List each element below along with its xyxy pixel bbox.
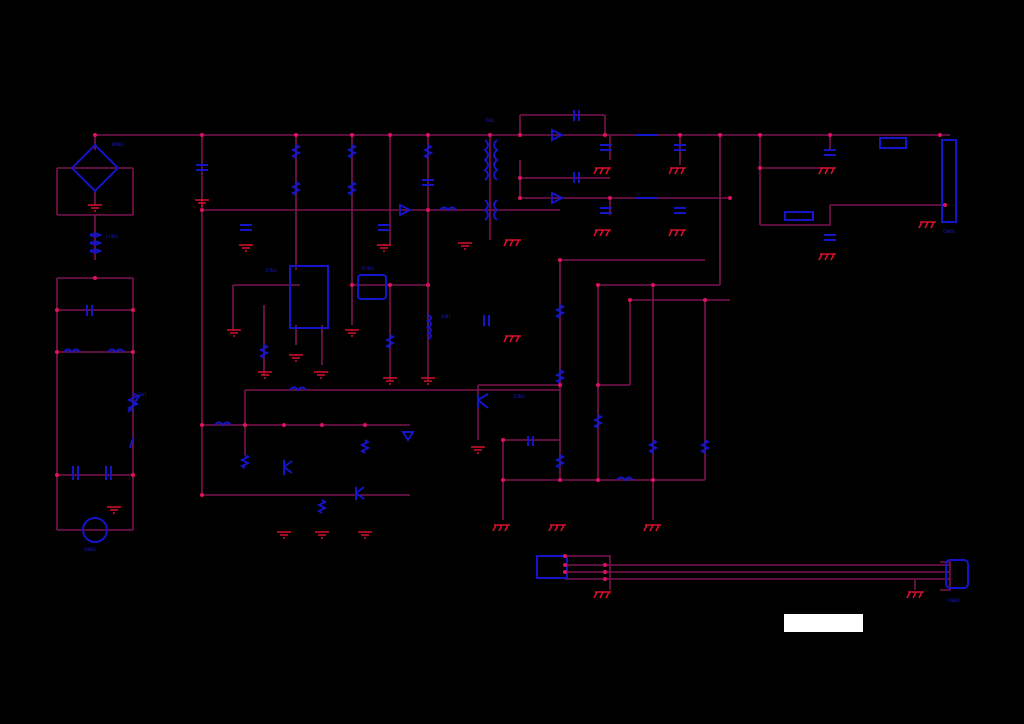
lf-label: LF901 bbox=[106, 234, 119, 239]
bridge-label: BD901 bbox=[112, 142, 125, 147]
mosfet-label: Q901 bbox=[441, 314, 451, 319]
thermistor-icon bbox=[126, 392, 141, 449]
fuse-label: F901 bbox=[137, 392, 147, 397]
output-inductor-2-icon bbox=[784, 211, 814, 221]
ac-inlet-icon bbox=[82, 517, 108, 543]
opto-coupler-icon bbox=[357, 274, 387, 300]
common-mode-choke-icon bbox=[89, 232, 102, 254]
bridge-rectifier-icon bbox=[70, 143, 120, 193]
title-block bbox=[784, 614, 863, 632]
ic-pwm-label: IC901 bbox=[265, 268, 278, 273]
ground-layer bbox=[88, 167, 936, 599]
diode-icon bbox=[399, 128, 565, 442]
transformer-label: T901 bbox=[485, 118, 495, 123]
connector-jack-icon bbox=[536, 555, 568, 579]
mosfet-icon bbox=[425, 314, 432, 340]
aux-connector-label: CN802 bbox=[948, 598, 961, 603]
aux-connector-icon bbox=[945, 559, 969, 589]
opto-label: PC901 bbox=[362, 266, 375, 271]
output-connector-icon bbox=[941, 139, 957, 223]
junction-layer bbox=[55, 133, 947, 581]
wire-layer bbox=[56, 114, 951, 591]
inlet-label: CN901 bbox=[84, 547, 97, 552]
shunt-label: IC902 bbox=[513, 394, 526, 399]
resistor-icon bbox=[290, 144, 434, 196]
chassis-ground-icon bbox=[492, 167, 936, 599]
capacitor-icon bbox=[196, 144, 836, 241]
pwm-ic-icon bbox=[289, 265, 329, 329]
ground-icon bbox=[88, 199, 485, 539]
transformer-icon bbox=[483, 139, 499, 221]
inductor-icon bbox=[63, 134, 658, 482]
resistor-icon-2 bbox=[554, 304, 711, 469]
transistor-icon bbox=[283, 393, 489, 500]
output-inductor-icon bbox=[879, 137, 907, 149]
label-layer: BD901 LF901 F901 CN901 CN801 CN802 IC901… bbox=[84, 118, 961, 603]
capacitor-icon-2 bbox=[72, 110, 580, 480]
component-layer bbox=[63, 110, 969, 589]
out-connector-label: CN801 bbox=[943, 229, 956, 234]
resistor-icon-3 bbox=[239, 334, 396, 514]
